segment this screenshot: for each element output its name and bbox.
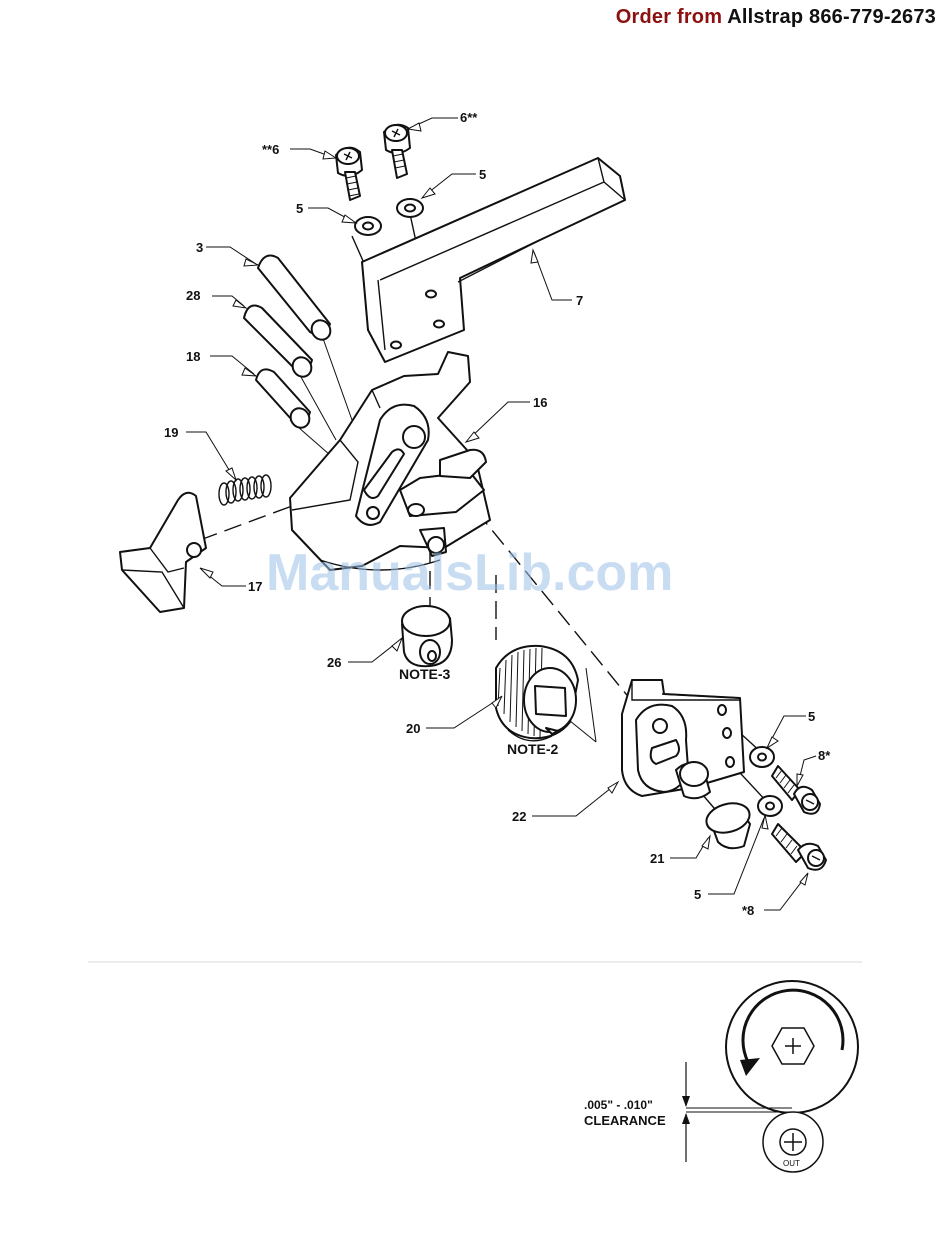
bracket-part-22 — [622, 680, 744, 798]
out-label: OUT — [783, 1159, 800, 1168]
clearance-label: CLEARANCE — [584, 1113, 666, 1128]
callout-5-top-right: 5 — [479, 167, 486, 182]
callout-6-right: 6** — [460, 110, 478, 125]
callout-3: 3 — [196, 240, 203, 255]
callout-20: 20 — [406, 721, 420, 736]
note-2-label: NOTE-2 — [507, 741, 559, 757]
callout-18: 18 — [186, 349, 200, 364]
pin-part-18 — [256, 369, 313, 431]
callout-7: 7 — [576, 293, 583, 308]
callout-5-top-left: 5 — [296, 201, 303, 216]
top-screws-part-6 — [336, 125, 410, 200]
main-body-part-16 — [290, 352, 490, 570]
callout-5-right-upper: 5 — [808, 709, 815, 724]
clearance-value: .005" - .010" — [584, 1098, 653, 1112]
callout-5-right-lower: 5 — [694, 887, 701, 902]
handle-part-7 — [362, 158, 625, 362]
callout-26: 26 — [327, 655, 341, 670]
callout-6-left: **6 — [262, 142, 279, 157]
callout-21: 21 — [650, 851, 664, 866]
callout-28: 28 — [186, 288, 200, 303]
callout-8-right-lower: *8 — [742, 903, 754, 918]
clearance-detail: OUT .005" - .010" CLEARANCE — [584, 981, 858, 1172]
knurled-wheel-part-20 — [496, 646, 578, 741]
roller-part-21 — [703, 799, 753, 848]
note-3-label: NOTE-3 — [399, 666, 451, 682]
watermark: ManualsLib.com — [266, 544, 673, 602]
dimension-arrowhead-bottom — [682, 1113, 690, 1124]
callout-19: 19 — [164, 425, 178, 440]
callout-16: 16 — [533, 395, 547, 410]
bushing-part-26 — [402, 606, 452, 666]
callout-17: 17 — [248, 579, 262, 594]
dimension-arrowhead-top — [682, 1096, 690, 1107]
callout-8-right-upper: 8* — [818, 748, 831, 763]
callout-22: 22 — [512, 809, 526, 824]
spring-part-19 — [219, 475, 271, 505]
pawl-part-17 — [120, 493, 206, 612]
